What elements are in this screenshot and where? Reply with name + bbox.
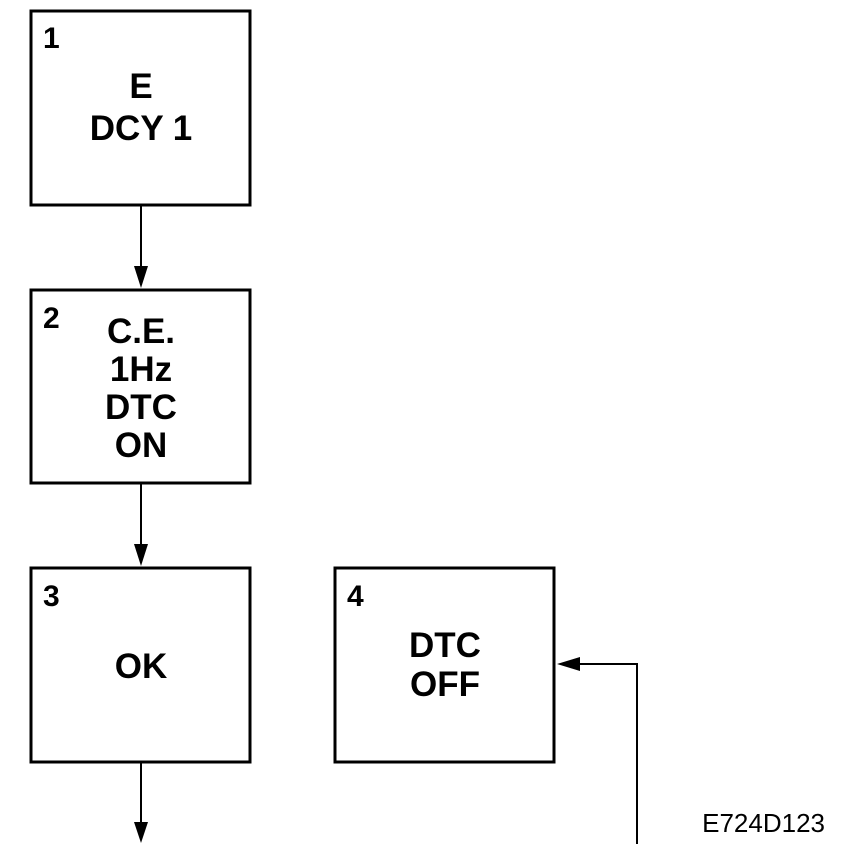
box-1-number: 1 (43, 22, 60, 55)
box-3-frame (29, 566, 252, 764)
box-2-line-1: C.E. (107, 312, 175, 351)
connector-1-to-2 (134, 205, 148, 288)
figure-reference-code: E724D123 (702, 808, 825, 838)
box-1-frame (29, 9, 252, 207)
box-4-line-2: OFF (410, 665, 480, 704)
box-2-line-2: 1Hz (110, 350, 172, 389)
step-box-2: 2 C.E. 1Hz DTC ON (29, 288, 252, 485)
step-box-1: 1 E DCY 1 (29, 9, 252, 207)
box-4-line-1: DTC (409, 626, 481, 665)
box-3-line-1: OK (115, 647, 168, 686)
box-4-frame (333, 566, 556, 764)
box-1-line-2: DCY 1 (90, 109, 192, 148)
step-box-3: 3 OK (29, 566, 252, 764)
step-box-4: 4 DTC OFF (333, 566, 556, 764)
box-2-number: 2 (43, 302, 60, 335)
connector-in-to-4 (557, 657, 638, 844)
connector-in-to-4-line (578, 663, 638, 844)
arrow-down-icon (134, 266, 148, 288)
box-2-frame (29, 288, 252, 485)
arrow-down-icon (134, 544, 148, 566)
arrow-down-icon (134, 822, 148, 843)
box-1-line-1: E (129, 67, 152, 106)
box-3-number: 3 (43, 580, 60, 613)
connector-2-to-3 (134, 483, 148, 566)
box-2-line-4: ON (115, 426, 168, 465)
arrow-left-icon (557, 657, 580, 671)
box-4-number: 4 (347, 580, 364, 613)
connector-3-out (134, 762, 148, 843)
box-2-line-3: DTC (105, 388, 177, 427)
